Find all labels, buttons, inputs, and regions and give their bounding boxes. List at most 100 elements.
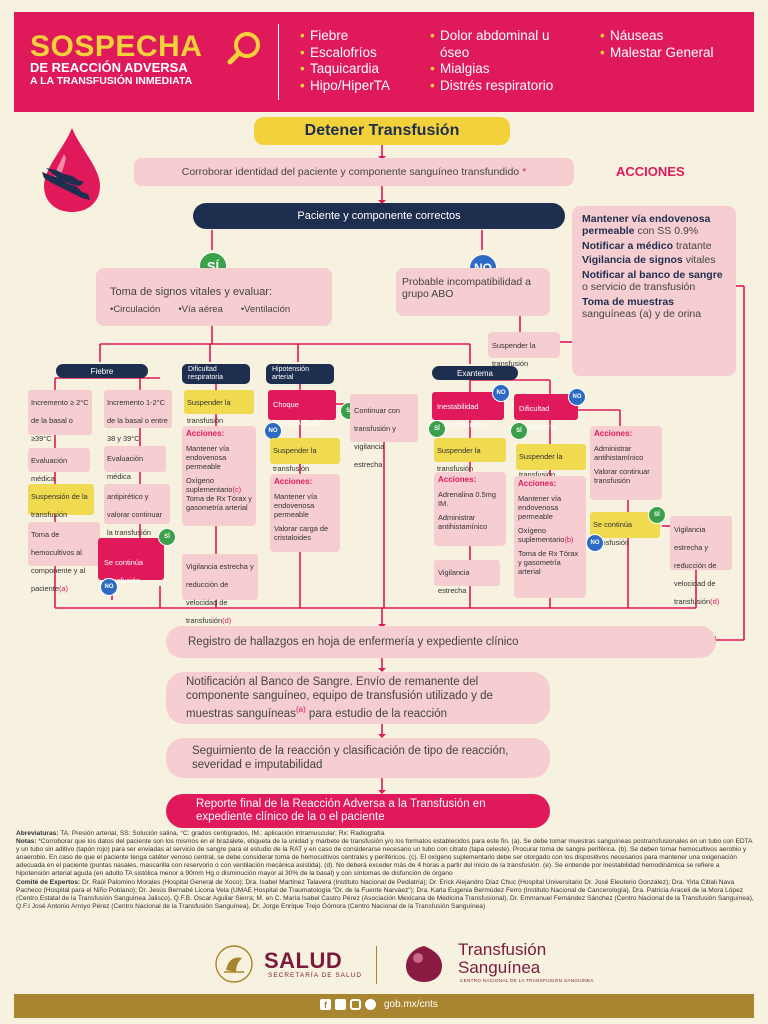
exantema-actions-3-title: Acciones:	[594, 429, 633, 438]
vital-item-airway: •Vía aérea	[178, 304, 223, 315]
experts-label: Comité de Expertos:	[16, 878, 81, 886]
blood-drop-mexico-icon	[42, 128, 100, 212]
hipotension-actions: Acciones: Mantener vía endovenosa permea…	[270, 474, 340, 552]
exantema-si-badge-1: SÍ	[428, 420, 446, 438]
exantema-actions-2-title: Acciones:	[518, 479, 557, 488]
exantema-si-badge-2: SÍ	[510, 422, 528, 440]
dificultad-tag: Dificultad respiratoria	[182, 364, 250, 384]
vital-signs-title: Toma de signos vitales y evaluar:	[110, 286, 273, 298]
fiebre-continue-label: Se continúa transfusión	[104, 558, 144, 585]
vital-item-ventilation: •Ventilación	[240, 304, 291, 315]
fiebre-hemocultures: Toma de hemocultivos al componente y al …	[28, 522, 100, 593]
exantema-difficulty-label: Dificultad respiratoria	[519, 404, 556, 431]
fiebre-si-badge: SÍ	[158, 528, 176, 546]
blood-bank-notification-mark: (a)	[295, 705, 306, 715]
exantema-continue-label: Se continúa transfusión	[593, 520, 633, 547]
header-subtitle-2: A LA TRANSFUSIÓN INMEDIATA	[30, 75, 193, 87]
abo-suspend-box: Suspender la transfusión	[488, 332, 560, 368]
transfusion-drop-logo-icon	[406, 946, 442, 982]
acciones-item: Vigilancia de signos vitales	[582, 254, 726, 267]
youtube-icon[interactable]	[365, 999, 376, 1010]
exantema-action-evaluate: Valorar continuar transfusión	[594, 467, 650, 485]
symptom-item: Náuseas	[600, 28, 750, 45]
exantema-action-antihistamine-2: Administrar antihistamínico	[594, 444, 644, 462]
notes-section: Abreviaturas: TA: Presión arterial, SS: …	[16, 830, 754, 911]
notes-label: Notas:	[16, 838, 37, 846]
dificultad-tag-label: Dificultad respiratoria	[188, 366, 224, 381]
website-link[interactable]: gob.mx/cnts	[384, 999, 438, 1010]
acciones-item-rest: sanguíneas (a) y de orina	[582, 307, 702, 320]
exantema-vigilance-2-label: Vigilancia estrecha y reducción de veloc…	[674, 525, 717, 606]
exantema-action-adrenaline: Adrenalina 0.5mg IM.	[438, 490, 496, 508]
symptom-list-2: Dolor abdominal u óseoMialgiasDistrés re…	[430, 28, 580, 94]
exantema-action-oxygen: Oxígeno suplementario	[518, 526, 565, 544]
transfusion-wordmark-1: Transfusión	[458, 940, 547, 959]
instagram-icon[interactable]	[350, 999, 361, 1010]
transfusion-wordmark-2: Sanguínea	[458, 958, 541, 977]
acciones-item-rest: o servicio de transfusión	[582, 280, 696, 293]
fiebre-increase-high-label: Incremento ≥ 2°C de la basal o ≥39°C	[31, 398, 89, 443]
symptom-list-1: FiebreEscalofríosTaquicardiaHipo/HiperTA	[300, 28, 430, 94]
fiebre-antipyretic-label: antipirético y valorar continuar la tran…	[107, 492, 163, 537]
hemodynamic-instability-box: Inestabilidad hemodinámica	[432, 392, 504, 429]
header-banner: SOSPECHA DE REACCIÓN ADVERSA A LA TRANSF…	[14, 12, 754, 112]
vital-signs-box: Toma de signos vitales y evaluar: •Circu…	[96, 268, 332, 326]
abbrev-text: TA: Presión arterial, SS: Solución salin…	[58, 830, 385, 837]
abo-incompatibility-box: Probable incompatibilidad a grupo ABO	[396, 268, 550, 316]
symptom-item: Fiebre	[300, 28, 430, 45]
exantema-tag-label: Exantema	[456, 368, 494, 378]
symptom-item: Taquicardia	[300, 61, 430, 78]
dificultad-action-1: Mantener vía endovenosa permeable	[186, 444, 230, 471]
dificultad-actions: Acciones: Mantener vía endovenosa permea…	[182, 426, 256, 526]
dificultad-vigilance: Vigilancia estrecha y reducción de veloc…	[182, 554, 258, 625]
acciones-item-bold: Vigilancia de signos	[582, 254, 683, 267]
exantema-vigilance-1-label: Vigilancia estrecha	[438, 568, 470, 595]
exantema-vigilance-2: Vigilancia estrecha y reducción de veloc…	[670, 516, 732, 606]
dificultad-action-3: Toma de Rx Tórax y gasometría arterial	[186, 494, 252, 512]
acciones-item: Mantener vía endovenosa permeable con SS…	[582, 213, 726, 238]
symptom-item: Hipo/HiperTA	[300, 78, 430, 95]
symptom-item: Mialgias	[430, 61, 580, 78]
fiebre-hemocultures-mark: (a)	[58, 584, 68, 593]
hipotension-action-2: Valorar carga de cristaloides	[274, 524, 329, 542]
acciones-item: Notificar a médico tratante	[582, 240, 726, 253]
fiebre-eval-2: Evaluación médica	[104, 446, 166, 481]
dificultad-action-2-mark: (c)	[232, 485, 242, 494]
followup-box: Seguimiento de la reacción y clasificaci…	[166, 738, 550, 778]
hipotension-suspend-label: Suspender la transfusión	[273, 446, 317, 473]
patient-correct-label: Paciente y componente correctos	[297, 210, 461, 222]
acciones-item-bold: Notificar al banco de sangre	[582, 269, 723, 282]
transfusion-wordmark-3: CENTRO NACIONAL DE LA TRANSFUSIÓN SANGUÍ…	[460, 978, 594, 983]
symptom-item: Escalofríos	[300, 45, 430, 62]
hemorrhagic-shock-mark: (e)	[314, 418, 324, 427]
register-findings-box: Registro de hallazgos en hoja de enferme…	[166, 626, 716, 658]
symptom-item: Dolor abdominal u óseo	[430, 28, 580, 61]
vital-item-circulation: •Circulación	[110, 304, 161, 315]
fiebre-increase-high: Incremento ≥ 2°C de la basal o ≥39°C	[28, 390, 92, 443]
exantema-action-antihistamine: Administrar antihistamínico	[438, 513, 488, 531]
abo-suspend-label: Suspender la transfusión	[492, 341, 536, 368]
notes-text: *Corroborar que los datos del paciente s…	[16, 838, 753, 878]
fiebre-no-badge: NO	[100, 578, 118, 596]
hemorrhagic-shock-box: Choque hemorrágico(e)	[268, 390, 336, 427]
exantema-action-xray: Toma de Rx Tórax y gasometría arterial	[518, 549, 579, 576]
hemorrhagic-shock-label: Choque hemorrágico	[273, 400, 315, 427]
hipotension-actions-title: Acciones:	[274, 477, 313, 486]
fiebre-hemocultures-label: Toma de hemocultivos al componente y al …	[31, 530, 86, 593]
exantema-action-iv: Mantener vía endovenosa permeable	[518, 494, 562, 521]
acciones-item: Notificar al banco de sangre o servicio …	[582, 269, 726, 294]
header-divider	[278, 24, 279, 100]
exantema-no-badge-3: NO	[586, 534, 604, 552]
fiebre-eval-2-label: Evaluación médica	[107, 454, 144, 481]
exantema-suspend-2: Suspender la transfusión	[516, 444, 586, 479]
abo-incompatibility-label: Probable incompatibilidad a grupo ABO	[402, 276, 531, 300]
facebook-icon[interactable]: f	[320, 999, 331, 1010]
exantema-actions-3: Acciones: Administrar antihistamínico Va…	[590, 426, 662, 500]
symptom-list-3: NáuseasMalestar General	[600, 28, 750, 61]
acciones-item: Toma de muestras sanguíneas (a) y de ori…	[582, 296, 726, 321]
header-subtitle-1: DE REACCIÓN ADVERSA	[30, 60, 188, 75]
verify-identity-label: Corroborar identidad del paciente y comp…	[181, 166, 520, 178]
dificultad-suspend: Suspender la transfusión	[184, 390, 254, 425]
twitter-icon[interactable]	[335, 999, 346, 1010]
patient-correct-box: Paciente y componente correctos	[193, 203, 565, 229]
